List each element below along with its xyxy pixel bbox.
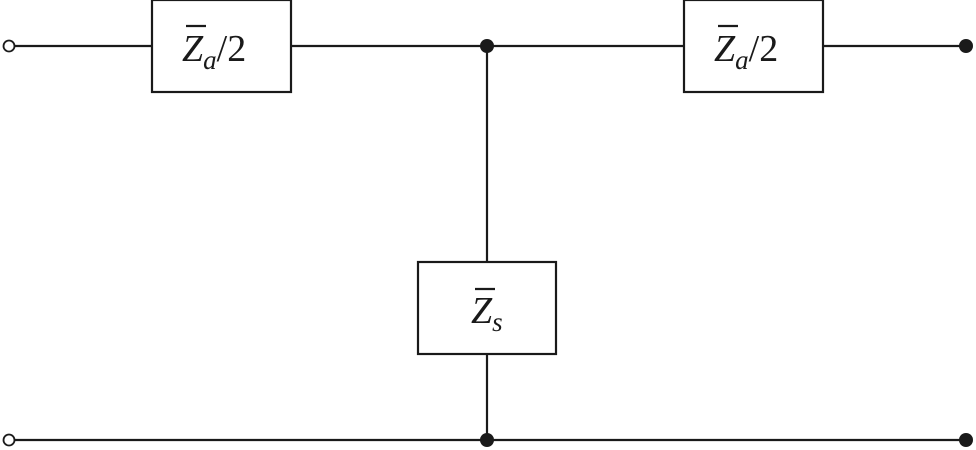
output-terminal-bottom (959, 433, 973, 447)
shunt-symbol: Z (471, 290, 493, 332)
right-series-label: Za/2 (714, 24, 778, 75)
right-series-suffix: /2 (749, 28, 779, 70)
svg-text:Za/2: Za/2 (182, 28, 246, 75)
left-series-subscript: a (203, 45, 217, 75)
shunt-impedance-box (416, 260, 558, 356)
right-series-symbol: Z (714, 28, 736, 70)
left-series-suffix: /2 (217, 28, 247, 70)
bottom-junction-node (480, 433, 494, 447)
output-terminal-top (959, 39, 973, 53)
left-series-label: Za/2 (182, 24, 246, 75)
right-series-impedance-box (682, 0, 825, 94)
input-terminal-bottom (2, 433, 16, 447)
top-junction-node (480, 39, 494, 53)
left-series-symbol: Z (182, 28, 204, 70)
input-terminal-top (2, 39, 16, 53)
shunt-label: Zs (471, 287, 503, 337)
right-series-subscript: a (735, 45, 749, 75)
shunt-subscript: s (492, 307, 503, 337)
svg-text:Za/2: Za/2 (714, 28, 778, 75)
left-series-impedance-box (150, 0, 293, 94)
svg-text:Zs: Zs (471, 290, 503, 337)
